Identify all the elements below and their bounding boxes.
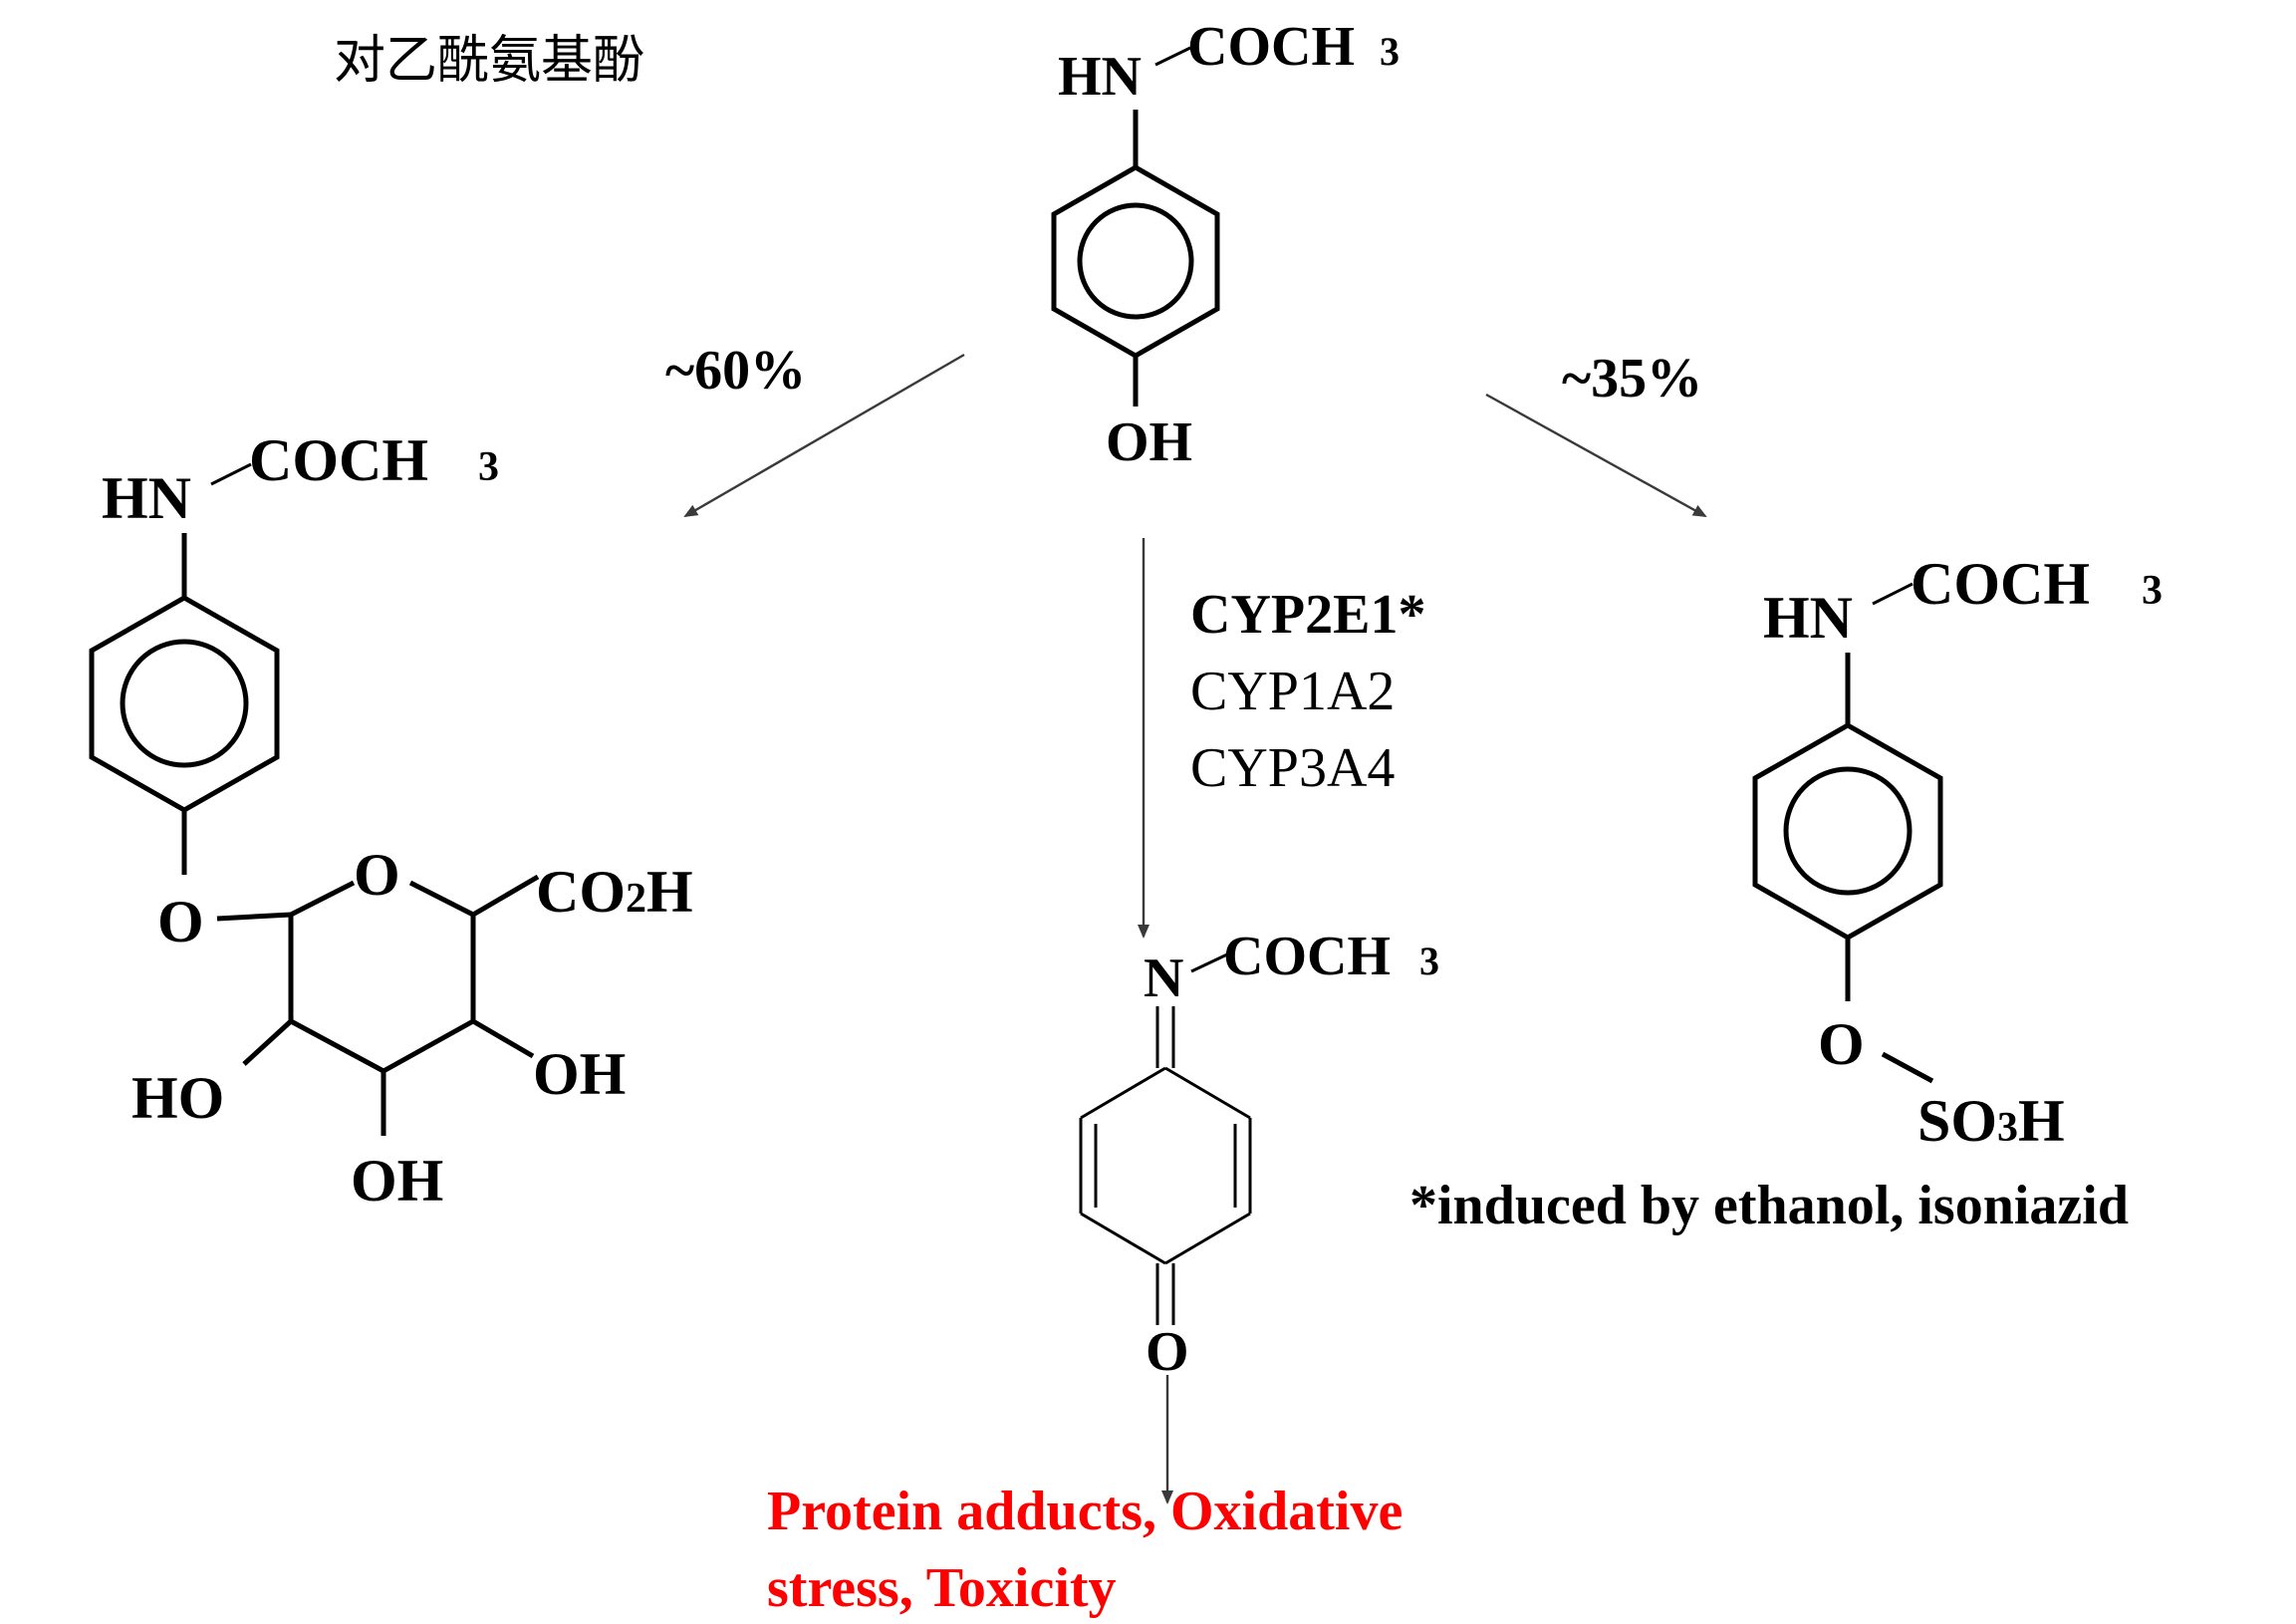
title-chinese: 对乙酰氨基酚	[334, 31, 644, 91]
sulfate-acyl-subscript: 3	[2142, 568, 2163, 614]
toxicity-line-2: stress, Toxicity	[767, 1557, 1117, 1619]
glucuronide-co2h-label: CO2H	[536, 859, 693, 925]
paracetamol-acyl-subscript: 3	[1380, 29, 1400, 74]
enzyme-cyp2e1: CYP2E1*	[1190, 584, 1425, 646]
napqi-o-label: O	[1146, 1321, 1189, 1383]
arrow-to-sulfate	[1485, 393, 1707, 518]
glucuronide-oh-right-label: OH	[533, 1041, 626, 1107]
glucuronide-ring-o-label: O	[354, 842, 400, 908]
induction-footnote: *induced by ethanol, isoniazid	[1409, 1175, 2129, 1236]
glucuronide-nh-label: HN	[102, 465, 191, 531]
glucuronide-structure: HN COCH 3 O O CO2H OH OH HO	[89, 427, 693, 1214]
glucuronide-oh-bottom-label: OH	[351, 1148, 443, 1214]
sulfation-percent: ~35%	[1562, 348, 1702, 409]
glucuronidation-percent: ~60%	[665, 340, 806, 402]
paracetamol-acyl-label: COCH	[1187, 16, 1355, 78]
enzyme-cyp3a4: CYP3A4	[1190, 737, 1395, 799]
enzyme-cyp1a2: CYP1A2	[1190, 661, 1395, 722]
napqi-acyl-subscript: 3	[1419, 939, 1439, 983]
glucuronide-o-link-label: O	[157, 889, 204, 954]
sulfate-benzene-ring	[1752, 722, 1943, 941]
glucuronide-ho-left-label: HO	[131, 1065, 224, 1131]
napqi-n-label: N	[1144, 947, 1183, 1009]
napqi-structure: N COCH 3 O	[1079, 926, 1439, 1383]
sulfate-o-label: O	[1818, 1011, 1865, 1077]
sulfate-nh-label: HN	[1763, 585, 1853, 651]
paracetamol-nh-label: HN	[1058, 46, 1142, 108]
arrow-to-glucuronide	[683, 353, 965, 518]
napqi-acyl-label: COCH	[1223, 926, 1391, 987]
glucuronide-acyl-label: COCH	[249, 427, 428, 493]
toxicity-line-1: Protein adducts, Oxidative	[767, 1481, 1403, 1542]
sulfate-acyl-label: COCH	[1911, 551, 2090, 617]
glucuronide-acyl-subscript: 3	[478, 444, 499, 490]
sulfate-so3h-label: SO3H	[1917, 1088, 2065, 1154]
sulfate-structure: HN COCH 3 O SO3H	[1752, 551, 2163, 1154]
paracetamol-structure: HN COCH 3 OH	[1051, 16, 1400, 473]
paracetamol-oh-label: OH	[1106, 411, 1192, 473]
glucuronide-benzene-ring	[89, 595, 280, 813]
